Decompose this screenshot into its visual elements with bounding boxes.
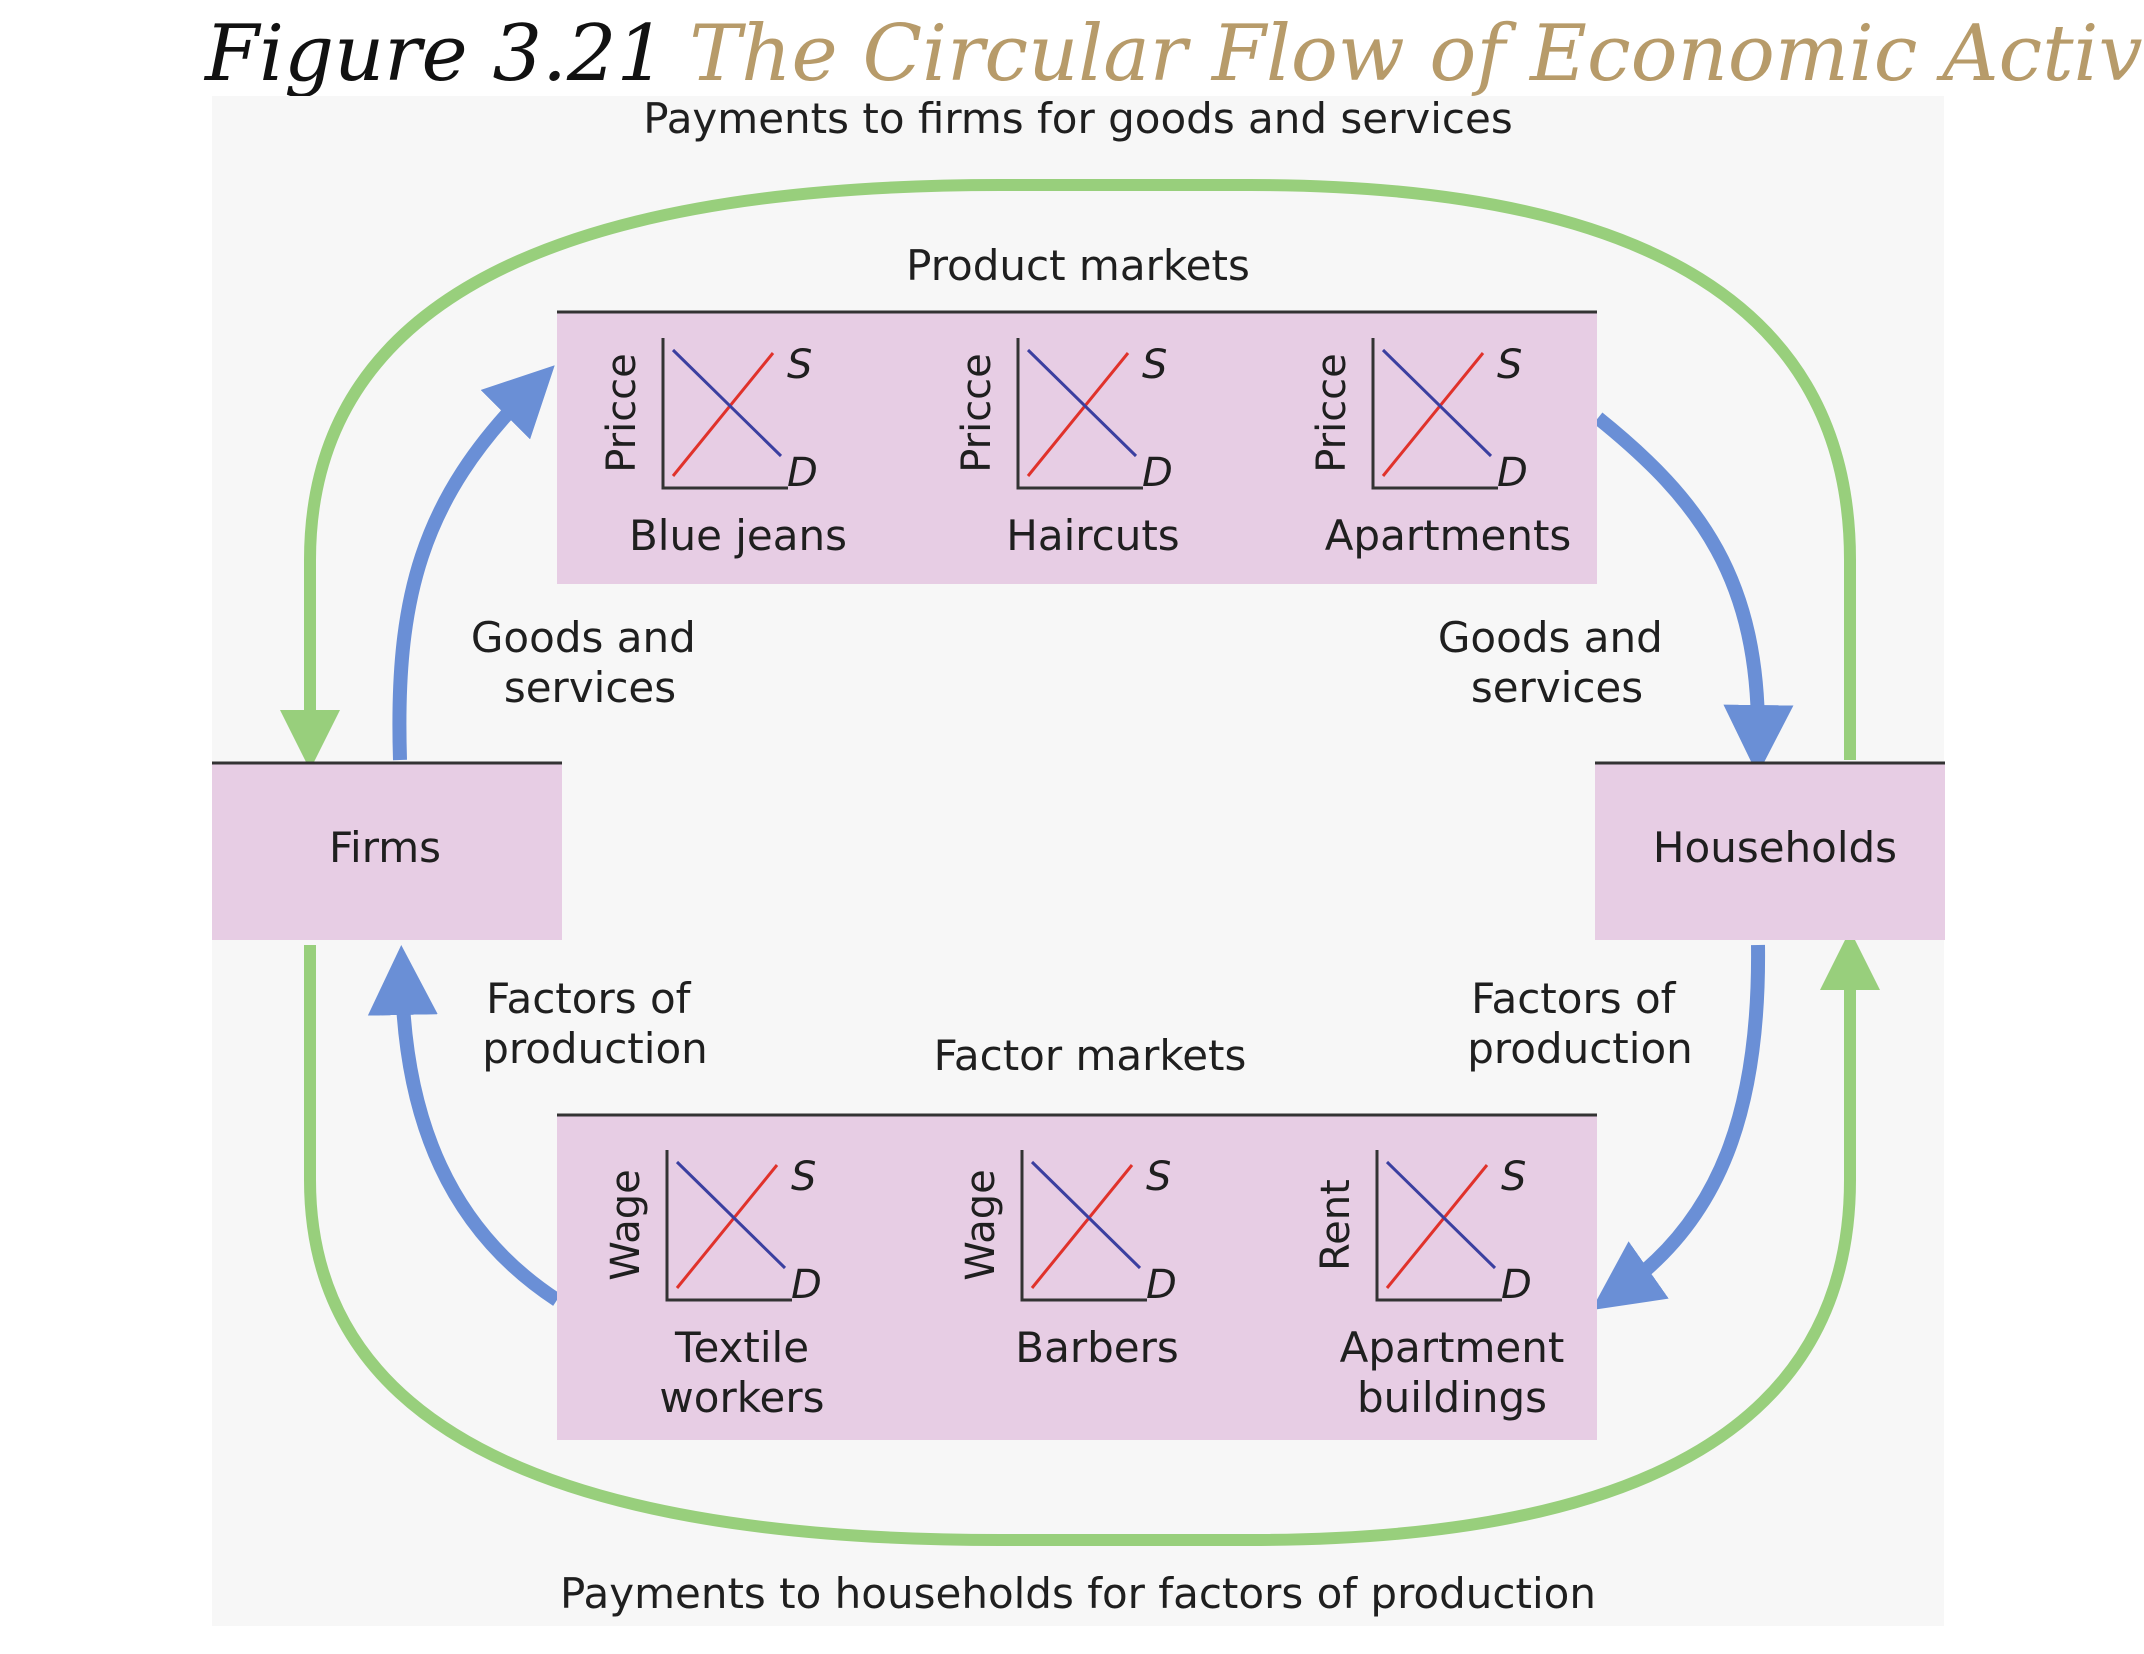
factor-barbers-axes — [1020, 1150, 1147, 1302]
factor-apartment-buildings-supply-letter: S — [1501, 1154, 1526, 1200]
households-box — [1595, 763, 1945, 940]
goods-services-right-line-2: services — [1471, 663, 1643, 712]
product-blue-jeans-axis-label: Pricce — [599, 353, 645, 473]
factor-barbers-axis-label: Wage — [958, 1169, 1004, 1281]
product-blue-jeans-name-line-1: Blue jeans — [629, 511, 847, 560]
factors-left-label: Factors of production — [482, 974, 708, 1073]
factor-markets-title: Factor markets — [934, 1031, 1247, 1080]
product-apartments-name-line-1: Apartments — [1325, 511, 1572, 560]
product-haircuts-demand-letter: D — [1142, 450, 1173, 496]
top-payment-label: Payments to firms for goods and services — [643, 94, 1513, 143]
factor-textile-workers-axis-label: Wage — [603, 1169, 649, 1281]
factor-textile-workers-supply-letter: S — [791, 1154, 816, 1200]
factors-right-line-1: Factors of — [1471, 974, 1676, 1023]
product-apartments-axes — [1371, 338, 1498, 490]
product-blue-jeans-supply-letter: S — [787, 342, 812, 388]
figure-title-text: The Circular Flow of Economic Activity — [689, 9, 2144, 99]
goods-to-households-arrow — [1593, 412, 1794, 775]
product-markets-title: Product markets — [906, 241, 1250, 290]
product-apartments-supply-curve — [1381, 352, 1485, 477]
product-blue-jeans-axes — [661, 338, 788, 490]
factors-to-factor-market-arrow — [1591, 944, 1766, 1311]
factors-right-line-2: production — [1467, 1024, 1693, 1073]
factor-barbers-supply-letter: S — [1146, 1154, 1171, 1200]
product-blue-jeans-supply-curve — [671, 352, 775, 477]
goods-services-left-label: Goods and services — [471, 613, 709, 712]
factor-apartment-buildings-demand-letter: D — [1501, 1262, 1532, 1308]
factor-apartment-buildings-name-line-1: Apartment — [1340, 1323, 1565, 1372]
product-apartments-demand-curve — [1381, 348, 1493, 458]
figure-title: Figure 3.21 The Circular Flow of Economi… — [203, 9, 2144, 99]
product-blue-jeans-name: Blue jeans — [629, 511, 847, 560]
goods-to-product-market-arrow — [392, 365, 555, 761]
product-haircuts-axis-label: Pricce — [954, 353, 1000, 473]
product-blue-jeans-demand-curve — [671, 348, 783, 458]
factor-textile-workers-axes — [665, 1150, 792, 1302]
factors-left-line-1: Factors of — [486, 974, 691, 1023]
payments-to-firms-arrow — [280, 179, 1856, 770]
product-haircuts-supply-curve — [1026, 352, 1130, 477]
factor-apartment-buildings-name-line-2: buildings — [1357, 1373, 1547, 1422]
product-haircuts-name-line-1: Haircuts — [1006, 511, 1179, 560]
households-label: Households — [1653, 823, 1897, 872]
factors-right-label: Factors of production — [1467, 974, 1693, 1073]
bottom-payment-label: Payments to households for factors of pr… — [560, 1569, 1596, 1618]
goods-services-right-label: Goods and services — [1438, 613, 1676, 712]
factor-apartment-buildings-axis-label: Rent — [1313, 1179, 1359, 1271]
factor-apartment-buildings-demand-curve — [1385, 1160, 1497, 1270]
factors-left-line-2: production — [482, 1024, 708, 1073]
factor-textile-workers-demand-letter: D — [791, 1262, 822, 1308]
factor-textile-workers-supply-curve — [675, 1164, 779, 1289]
product-apartments-axis-label: Pricce — [1309, 353, 1355, 473]
product-haircuts-demand-curve — [1026, 348, 1138, 458]
product-markets-box — [557, 312, 1597, 584]
goods-services-left-line-1: Goods and — [471, 613, 696, 662]
goods-services-left-line-2: services — [504, 663, 676, 712]
payments-to-households-arrow — [304, 930, 1880, 1546]
goods-services-right-line-1: Goods and — [1438, 613, 1663, 662]
product-apartments-name: Apartments — [1325, 511, 1572, 560]
factor-barbers-name: Barbers — [1015, 1323, 1178, 1372]
factor-textile-workers-name-line-1: Textile — [674, 1323, 809, 1372]
product-blue-jeans-demand-letter: D — [787, 450, 818, 496]
factor-barbers-demand-letter: D — [1146, 1262, 1177, 1308]
factor-apartment-buildings-supply-curve — [1385, 1164, 1489, 1289]
factor-apartment-buildings-axes — [1375, 1150, 1502, 1302]
product-haircuts-axes — [1016, 338, 1143, 490]
product-apartments-supply-letter: S — [1497, 342, 1522, 388]
factor-textile-workers-name-line-2: workers — [659, 1373, 824, 1422]
product-haircuts-supply-letter: S — [1142, 342, 1167, 388]
factor-markets-box — [557, 1115, 1597, 1440]
firms-box — [212, 763, 562, 940]
factor-barbers-demand-curve — [1030, 1160, 1142, 1270]
figure-number: Figure 3.21 — [203, 9, 666, 99]
firms-label: Firms — [329, 823, 441, 872]
product-apartments-demand-letter: D — [1497, 450, 1528, 496]
factor-textile-workers-demand-curve — [675, 1160, 787, 1270]
factor-barbers-supply-curve — [1030, 1164, 1134, 1289]
product-haircuts-name: Haircuts — [1006, 511, 1179, 560]
factors-to-firms-arrow — [367, 945, 561, 1306]
factor-barbers-name-line-1: Barbers — [1015, 1323, 1178, 1372]
